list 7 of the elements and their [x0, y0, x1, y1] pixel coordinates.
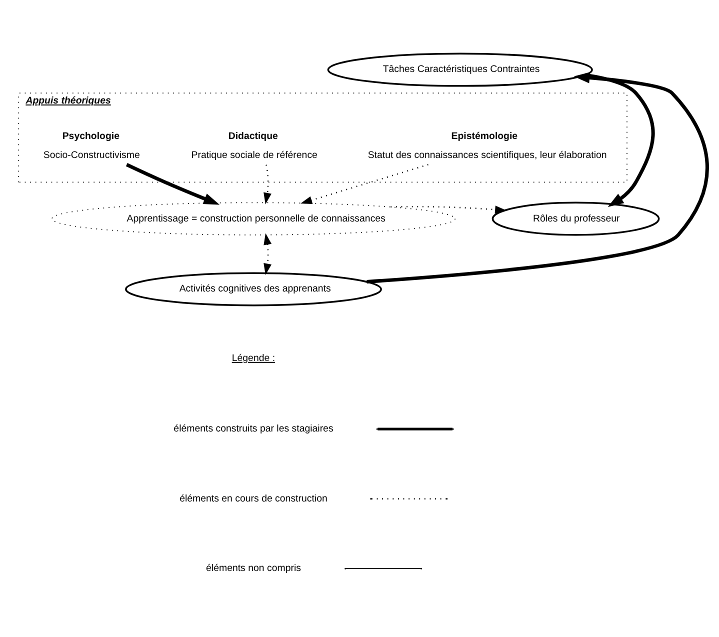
node-text: Psychologie Socio-Constructivisme — [43, 130, 140, 161]
legend-label: éléments non compris — [206, 562, 301, 574]
node-text: Didactique Pratique sociale de référence — [191, 130, 318, 161]
label: Légende : — [232, 352, 276, 364]
legend-label: éléments construits par les stagiaires — [174, 423, 334, 434]
legend-label: éléments en cours de construction — [180, 492, 328, 504]
node-text: Epistémologie Statut des connaissances scientifiques, leur élaboration — [368, 130, 607, 161]
